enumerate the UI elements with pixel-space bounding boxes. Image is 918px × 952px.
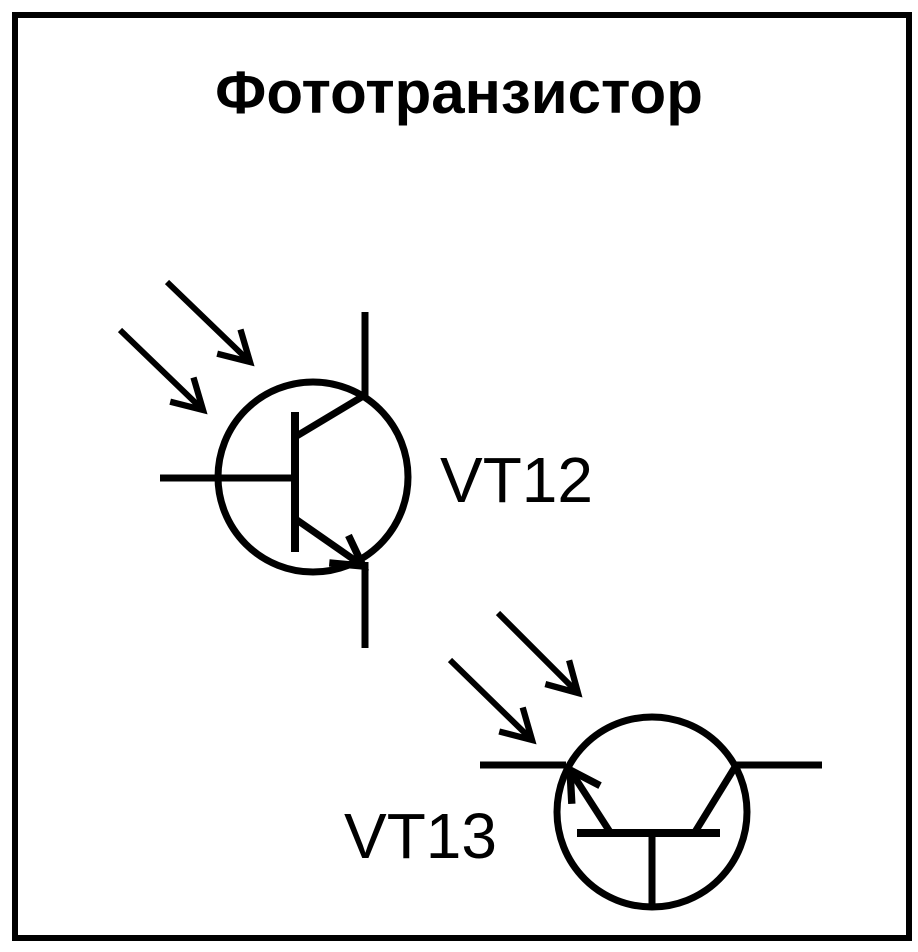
phototransistor-vt12 (117, 279, 412, 648)
vt13-light-arrow-1 (495, 610, 583, 698)
vt12-light-arrow-1 (164, 279, 255, 367)
vt13-light-arrow-2 (447, 657, 537, 745)
vt13-emitter-diagonal (565, 763, 613, 834)
title-text: Фототранзистор (215, 59, 703, 126)
vt12-collector-diagonal (293, 391, 367, 441)
vt12-emitter-diagonal (294, 517, 370, 571)
phototransistor-vt13 (447, 610, 822, 911)
vt12-light-arrow-2 (117, 327, 208, 415)
label-vt13: VT13 (344, 800, 497, 872)
vt13-collector-diagonal (692, 765, 738, 834)
page-title: Фототранзистор (0, 58, 918, 127)
label-vt12: VT12 (440, 444, 593, 516)
